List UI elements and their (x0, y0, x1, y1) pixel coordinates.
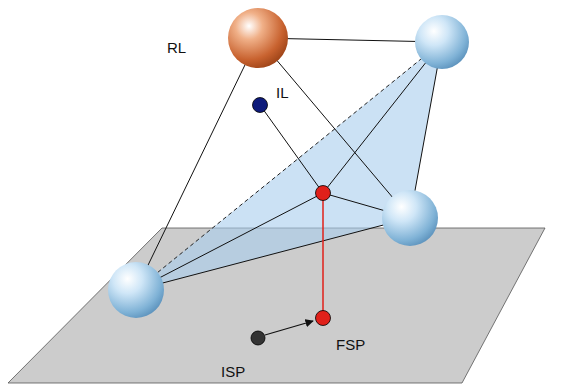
fsp-point (316, 311, 331, 326)
point-label: IL (276, 85, 289, 100)
sphere (108, 262, 164, 318)
frame-lines (136, 38, 442, 290)
rl-sphere (228, 8, 288, 68)
isp-point (251, 331, 265, 345)
dashed-edge (136, 42, 442, 290)
projection-line (322, 193, 324, 318)
point-label: ISP (221, 364, 245, 379)
point-label: RL (167, 40, 186, 55)
point-label: FSP (336, 337, 365, 352)
sphere (382, 190, 438, 246)
il-point (253, 98, 268, 113)
sphere (415, 15, 469, 69)
center-point (316, 186, 331, 201)
blue-triangle (136, 42, 442, 290)
displacement-arrow (265, 321, 313, 335)
